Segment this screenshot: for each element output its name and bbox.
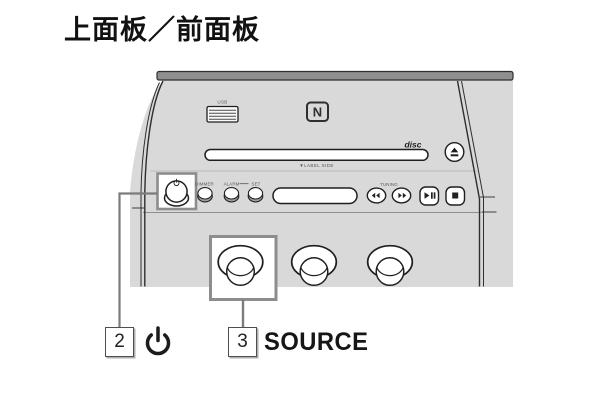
tuning-label: TUNING xyxy=(380,182,398,187)
nfc-mark-icon: N xyxy=(306,101,329,122)
stop-button xyxy=(445,186,466,206)
disc-slot-hint: ▼LABEL SIDE xyxy=(299,163,333,168)
dimmer-label: DIMMER xyxy=(195,182,214,187)
source-label: SOURCE xyxy=(264,328,369,356)
callout-3-number: 3 xyxy=(237,331,248,352)
stop-icon xyxy=(452,192,459,199)
alarm-label: ALARM xyxy=(224,182,240,187)
power-icon xyxy=(173,178,180,187)
callout-2-number: 2 xyxy=(114,331,125,352)
disc-slot xyxy=(204,148,429,162)
eject-icon xyxy=(450,147,459,157)
source-knob xyxy=(217,244,264,287)
callout-power-icon xyxy=(145,326,171,356)
knob xyxy=(366,244,414,287)
tuning-down-button xyxy=(366,187,387,204)
disc-logo: disc xyxy=(404,140,421,150)
play-pause-icon xyxy=(424,192,436,199)
top-bar xyxy=(156,70,514,81)
dimmer-button: DIMMER xyxy=(195,182,214,203)
set-button: SET xyxy=(247,182,264,203)
leader-line-power xyxy=(118,192,158,328)
knob xyxy=(290,244,338,287)
page-title: 上面板／前面板 xyxy=(64,15,260,45)
power-button xyxy=(163,178,190,207)
display-window xyxy=(272,187,358,205)
callout-3-box: 3 xyxy=(228,327,257,357)
play-pause-button xyxy=(419,186,440,206)
callout-2-box: 2 xyxy=(105,327,134,357)
usb-port: USB xyxy=(206,100,239,123)
tuning-down-icon xyxy=(371,192,380,199)
tuning-up-button xyxy=(391,187,412,204)
tuning-up-icon xyxy=(398,192,407,199)
usb-label: USB xyxy=(217,100,227,105)
nfc-letter: N xyxy=(313,105,322,120)
set-label: SET xyxy=(252,182,261,187)
alarm-button: ALARM xyxy=(224,182,240,203)
right-edge-line xyxy=(456,80,497,287)
left-edge-line xyxy=(132,80,164,287)
eject-button xyxy=(444,141,465,162)
